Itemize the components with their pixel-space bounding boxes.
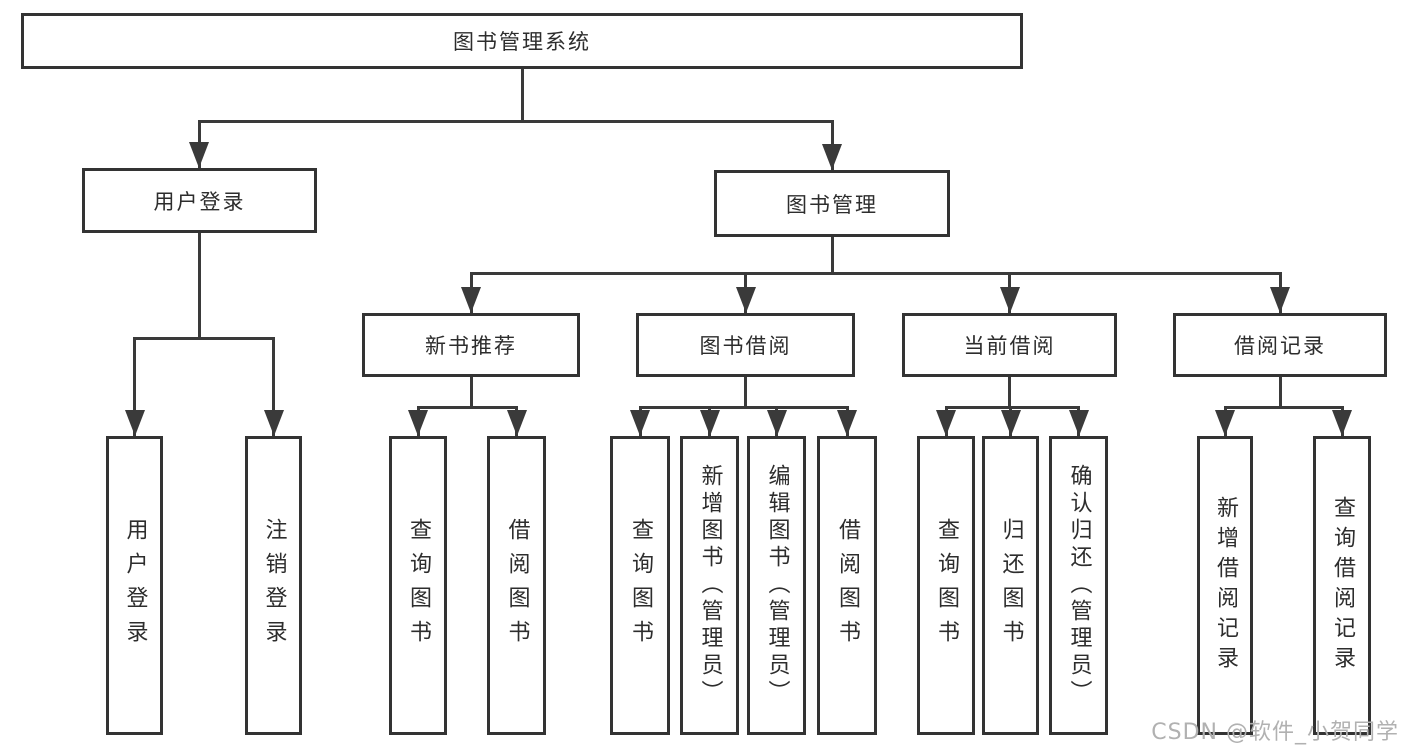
connector-line: [744, 377, 747, 409]
leaf-return-books-label: 归还图书: [998, 517, 1024, 654]
node-borrowing-records-label: 借阅记录: [1234, 334, 1326, 358]
connector-line: [638, 406, 849, 409]
connector-line: [272, 337, 275, 436]
arrow-down-icon: [822, 144, 842, 170]
arrow-down-icon: [999, 287, 1020, 313]
leaf-user-login: 用户登录: [106, 436, 163, 735]
arrow-down-icon: [630, 410, 650, 436]
arrow-down-icon: [1068, 410, 1089, 436]
leaf-edit-book-admin-label: 编辑图书（管理员）: [764, 464, 790, 707]
node-root: 图书管理系统: [21, 13, 1023, 69]
leaf-logout: 注销登录: [245, 436, 302, 735]
arrow-down-icon: [699, 410, 720, 436]
leaf-query-books-borrowing-label: 查询图书: [628, 517, 653, 654]
arrow-down-icon: [506, 410, 527, 436]
leaf-add-book-admin: 新增图书（管理员）: [680, 436, 739, 735]
leaf-add-borrow-record-label: 新增借阅记录: [1213, 495, 1238, 676]
node-user-login: 用户登录: [82, 168, 317, 233]
leaf-query-books-recommend: 查询图书: [389, 436, 447, 735]
connector-line: [469, 377, 473, 409]
connector-line: [133, 337, 275, 340]
leaf-query-books-recommend-label: 查询图书: [406, 517, 431, 654]
leaf-logout-label: 注销登录: [261, 517, 287, 654]
node-book-borrowing-label: 图书借阅: [699, 334, 792, 358]
connector-line: [1278, 377, 1282, 409]
arrow-down-icon: [124, 410, 145, 436]
node-book-management-label: 图书管理: [786, 192, 878, 217]
node-borrowing-records: 借阅记录: [1173, 313, 1387, 377]
connector-line: [1008, 377, 1011, 409]
connector-line: [416, 406, 518, 409]
arrow-down-icon: [936, 410, 956, 436]
node-new-book-recommendation: 新书推荐: [362, 313, 580, 377]
leaf-edit-book-admin: 编辑图书（管理员）: [747, 436, 806, 735]
node-current-borrowing-label: 当前借阅: [963, 334, 1056, 358]
leaf-query-books-current-label: 查询图书: [934, 517, 959, 654]
leaf-query-books-borrowing: 查询图书: [610, 436, 670, 735]
leaf-query-borrow-record: 查询借阅记录: [1313, 436, 1371, 735]
leaf-query-borrow-record-label: 查询借阅记录: [1330, 495, 1355, 676]
arrow-down-icon: [766, 410, 787, 436]
node-new-book-recommendation-label: 新书推荐: [425, 334, 517, 358]
watermark: CSDN @软件_小贺同学: [1151, 720, 1399, 745]
leaf-borrow-books-borrowing-label: 借阅图书: [835, 517, 860, 654]
leaf-user-login-label: 用户登录: [122, 517, 148, 654]
connector-line: [198, 120, 832, 123]
arrow-down-icon: [1215, 410, 1235, 436]
connector-line: [520, 69, 524, 123]
connector-line: [1223, 406, 1344, 409]
connector-line: [830, 237, 834, 275]
leaf-query-books-current: 查询图书: [917, 436, 975, 735]
node-root-label: 图书管理系统: [453, 30, 591, 54]
connector-line: [198, 233, 201, 340]
arrow-down-icon: [461, 287, 481, 313]
connector-line: [133, 337, 136, 436]
arrow-down-icon: [1332, 410, 1352, 436]
leaf-return-books: 归还图书: [982, 436, 1039, 735]
node-current-borrowing: 当前借阅: [902, 313, 1117, 377]
arrow-down-icon: [837, 410, 857, 436]
arrow-down-icon: [189, 142, 209, 168]
arrow-down-icon: [735, 287, 756, 313]
leaf-borrow-books-borrowing: 借阅图书: [817, 436, 877, 735]
leaf-confirm-return-admin: 确认归还（管理员）: [1049, 436, 1108, 735]
leaf-add-book-admin-label: 新增图书（管理员）: [697, 464, 723, 707]
arrow-down-icon: [408, 410, 428, 436]
leaf-borrow-books-recommend: 借阅图书: [487, 436, 546, 735]
arrow-down-icon: [263, 410, 284, 436]
node-book-borrowing: 图书借阅: [636, 313, 855, 377]
arrow-down-icon: [1000, 410, 1021, 436]
arrow-down-icon: [1270, 287, 1290, 313]
node-user-login-label: 用户登录: [153, 189, 246, 214]
connector-line: [944, 406, 1080, 409]
leaf-borrow-books-recommend-label: 借阅图书: [504, 517, 530, 654]
leaf-confirm-return-admin-label: 确认归还（管理员）: [1066, 464, 1092, 707]
leaf-add-borrow-record: 新增借阅记录: [1197, 436, 1253, 735]
connector-line: [469, 272, 1282, 275]
node-book-management: 图书管理: [714, 170, 950, 237]
